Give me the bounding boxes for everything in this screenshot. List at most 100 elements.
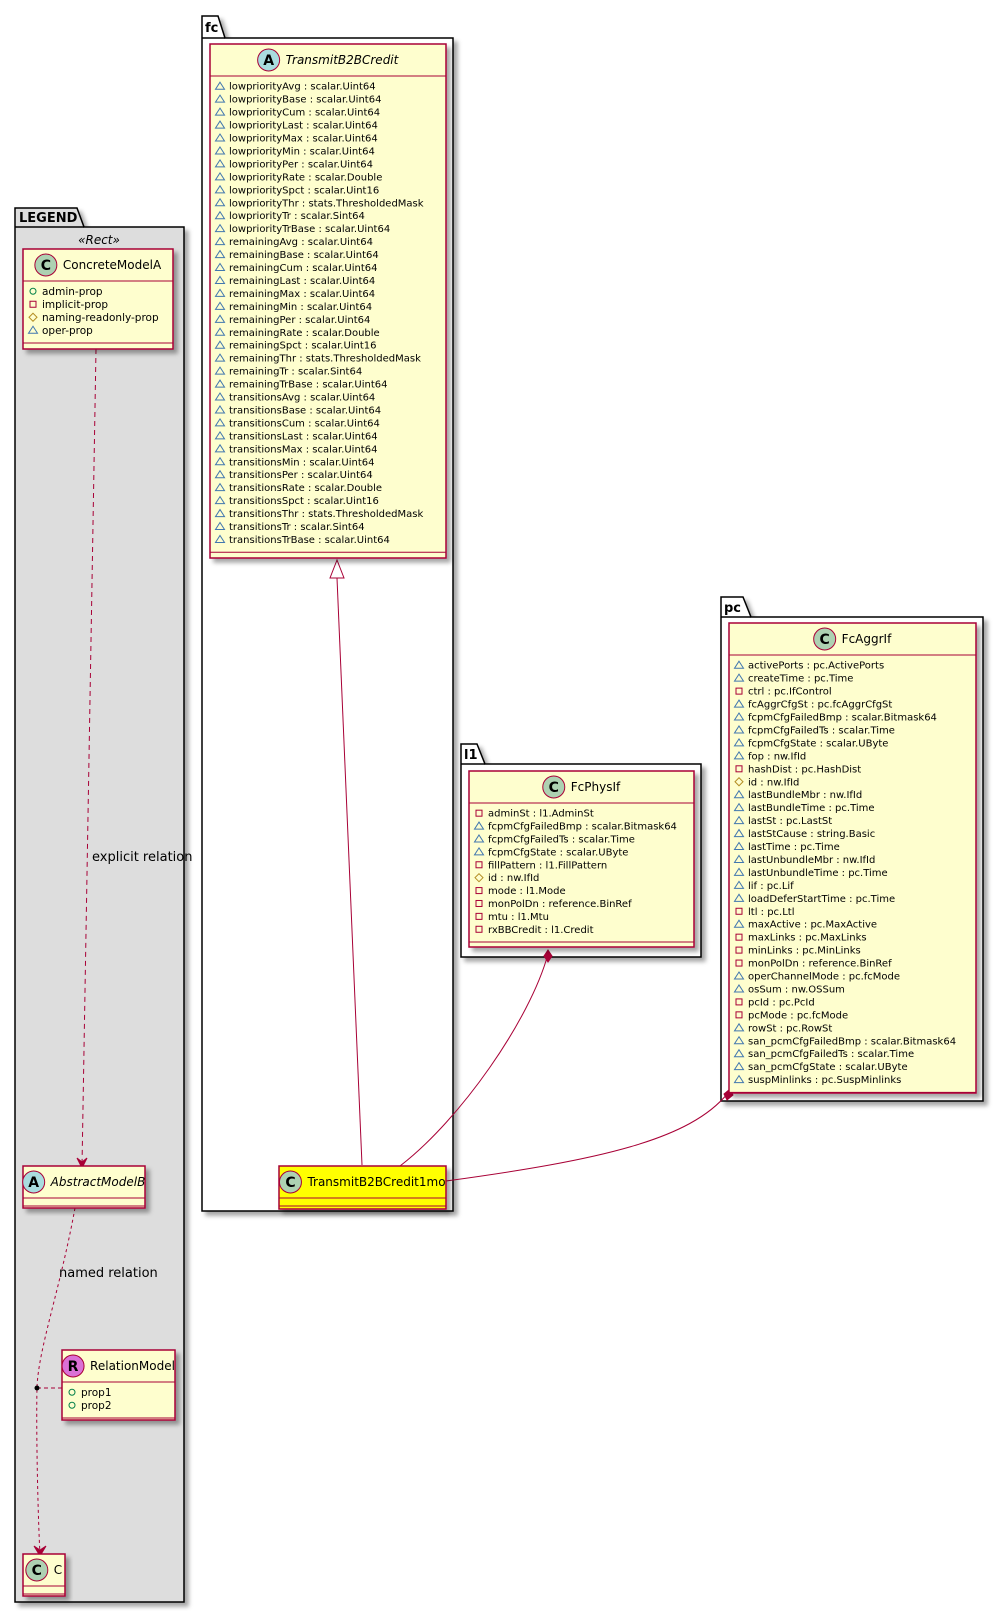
- class-abstract-model-b-type-icon: [22, 1170, 46, 1194]
- class-transmit-b2b-credit-1mo-type-icon: [278, 1170, 302, 1194]
- class-fc-aggr-if-attribute: san_pcmCfgFailedTs : scalar.Time: [748, 1049, 914, 1060]
- class-fc-phys-if-type-icon: [542, 775, 566, 799]
- class-transmit-b2b-credit-attribute: lowpriorityTrBase : scalar.Uint64: [229, 224, 390, 235]
- class-fc-phys-if-name: FcPhysIf: [571, 780, 621, 794]
- class-transmit-b2b-credit-attribute: lowpriorityTr : scalar.Sint64: [229, 211, 365, 222]
- class-fc-aggr-if-attribute: lastTime : pc.Time: [748, 842, 840, 853]
- class-fc-aggr-if-attribute: id : nw.IfId: [748, 777, 799, 788]
- class-fc-aggr-if-attribute: osSum : nw.OSSum: [748, 984, 845, 995]
- public-visibility-icon: [29, 287, 37, 295]
- package-visibility-icon: [733, 750, 745, 760]
- package-visibility-icon: [733, 867, 745, 876]
- private-visibility-icon: [735, 959, 743, 967]
- relation-junction-dot: [34, 1385, 40, 1391]
- package-visibility-icon: [214, 508, 226, 518]
- class-concrete-model-a[interactable]: ConcreteModelACadmin-propimplicit-propna…: [22, 248, 174, 350]
- class-fc-aggr-if-attribute: lif : pc.Lif: [748, 881, 794, 892]
- class-transmit-b2b-credit-attribute: transitionsRate : scalar.Double: [229, 483, 382, 494]
- class-fc-aggr-if-attribute: monPolDn : reference.BinRef: [748, 959, 892, 970]
- class-fc-phys-if-attribute: fcpmCfgFailedBmp : scalar.Bitmask64: [488, 822, 677, 833]
- class-concrete-model-a-attribute: implicit-prop: [42, 299, 108, 311]
- class-transmit-b2b-credit-attribute: remainingMax : scalar.Uint64: [229, 289, 375, 300]
- class-abstract-model-b-name: AbstractModelB: [50, 1175, 146, 1189]
- class-fc-aggr-if-frame: [728, 622, 977, 1094]
- class-fc-aggr-if-attribute: lastUnbundleTime : pc.Time: [748, 868, 888, 879]
- class-fc-phys-if-attribute: fillPattern : l1.FillPattern: [488, 860, 607, 871]
- public-visibility-icon: [68, 1388, 76, 1396]
- protected-visibility-icon: [474, 872, 484, 883]
- class-fc-phys-if-attribute: monPolDn : reference.BinRef: [488, 899, 632, 910]
- class-fc-aggr-if-attribute: createTime : pc.Time: [748, 674, 853, 685]
- package-visibility-icon: [214, 133, 226, 142]
- class-transmit-b2b-credit-attribute: lowpriorityBase : scalar.Uint64: [229, 95, 381, 106]
- package-visibility-icon: [733, 815, 745, 825]
- class-fc-aggr-if-type-icon: [813, 627, 837, 651]
- package-visibility-icon: [733, 880, 745, 889]
- class-relation-model-attribute: prop1: [81, 1387, 112, 1399]
- class-fc-aggr-if-attribute: pcMode : pc.fcMode: [748, 1010, 848, 1021]
- class-fc-aggr-if-type-letter: C: [820, 632, 830, 648]
- private-visibility-icon: [29, 300, 37, 308]
- class-fc-aggr-if-name: FcAggrIf: [842, 632, 892, 646]
- named-relation-label: named relation: [59, 1266, 158, 1281]
- package-visibility-icon: [214, 288, 226, 297]
- package-visibility-icon: [214, 120, 226, 129]
- class-fc-phys-if-attribute: adminSt : l1.AdminSt: [488, 809, 594, 820]
- package-visibility-icon: [214, 456, 226, 466]
- package-visibility-icon: [733, 725, 745, 734]
- class-fc-aggr-if-attribute: suspMinlinks : pc.SuspMinlinks: [748, 1075, 901, 1086]
- class-c-type-icon: [25, 1558, 49, 1582]
- class-transmit-b2b-credit-attribute: remainingPer : scalar.Uint64: [229, 315, 370, 326]
- class-transmit-b2b-credit-attribute: transitionsMax : scalar.Uint64: [229, 444, 377, 455]
- explicit-relation-arrowhead: [76, 1157, 88, 1170]
- class-fc-aggr-if-attribute: fcpmCfgState : scalar.UByte: [748, 738, 888, 749]
- package-visibility-icon: [214, 443, 226, 453]
- class-c[interactable]: CC: [22, 1553, 66, 1597]
- package-visibility-icon: [214, 379, 226, 388]
- class-transmit-b2b-credit-attribute: remainingTrBase : scalar.Uint64: [229, 380, 388, 391]
- class-transmit-b2b-credit-attribute: transitionsSpct : scalar.Uint16: [229, 496, 379, 507]
- class-transmit-b2b-credit-attribute: transitionsCum : scalar.Uint64: [229, 418, 380, 429]
- class-fc-aggr-if-attribute: maxActive : pc.MaxActive: [748, 920, 877, 931]
- class-concrete-model-a-type-icon: [34, 253, 58, 277]
- class-transmit-b2b-credit-attribute: lowpriorityRate : scalar.Double: [229, 172, 382, 183]
- package-visibility-icon: [733, 699, 745, 708]
- class-fc-aggr-if-attribute: maxLinks : pc.MaxLinks: [748, 933, 867, 944]
- package-fc-label: fc: [205, 21, 218, 36]
- class-transmit-b2b-credit-attribute: transitionsAvg : scalar.Uint64: [229, 393, 375, 404]
- class-relation-model-attribute: prop2: [81, 1400, 112, 1412]
- class-transmit-b2b-credit-name: TransmitB2BCredit: [286, 53, 400, 67]
- package-visibility-icon: [214, 249, 226, 259]
- package-visibility-icon: [214, 146, 226, 155]
- package-visibility-icon: [473, 821, 485, 830]
- package-visibility-icon: [214, 314, 226, 323]
- package-legend-label: LEGEND: [19, 211, 78, 226]
- package-visibility-icon: [733, 1074, 745, 1084]
- legend-stereotype: «Rect»: [78, 233, 120, 247]
- class-transmit-b2b-credit-frame: [209, 43, 447, 559]
- named-relation-edge: [36, 1207, 76, 1555]
- package-visibility-icon: [214, 353, 226, 362]
- class-transmit-b2b-credit-attribute: transitionsMin : scalar.Uint64: [229, 457, 375, 468]
- class-fc-aggr-if-attribute: lastBundleMbr : nw.IfId: [748, 790, 862, 801]
- class-fc-phys-if-attribute: id : nw.IfId: [488, 873, 539, 884]
- class-relation-model-name: RelationModel: [90, 1359, 175, 1373]
- class-fc-phys-if-type-letter: C: [549, 780, 559, 796]
- generalization-arrowhead: [329, 558, 345, 579]
- class-transmit-b2b-credit-attribute: lowpriorityCum : scalar.Uint64: [229, 108, 380, 119]
- named-relation-arrowhead: [33, 1545, 47, 1557]
- package-visibility-icon: [733, 1048, 745, 1058]
- class-fc-aggr-if-attribute: loadDeferStartTime : pc.Time: [748, 894, 895, 905]
- private-visibility-icon: [735, 933, 743, 941]
- package-visibility-icon: [733, 1061, 745, 1071]
- package-visibility-icon: [733, 828, 745, 838]
- class-fc-phys-if-attribute: fcpmCfgFailedTs : scalar.Time: [488, 834, 635, 845]
- private-visibility-icon: [735, 946, 743, 954]
- class-c-type-letter: C: [32, 1563, 42, 1579]
